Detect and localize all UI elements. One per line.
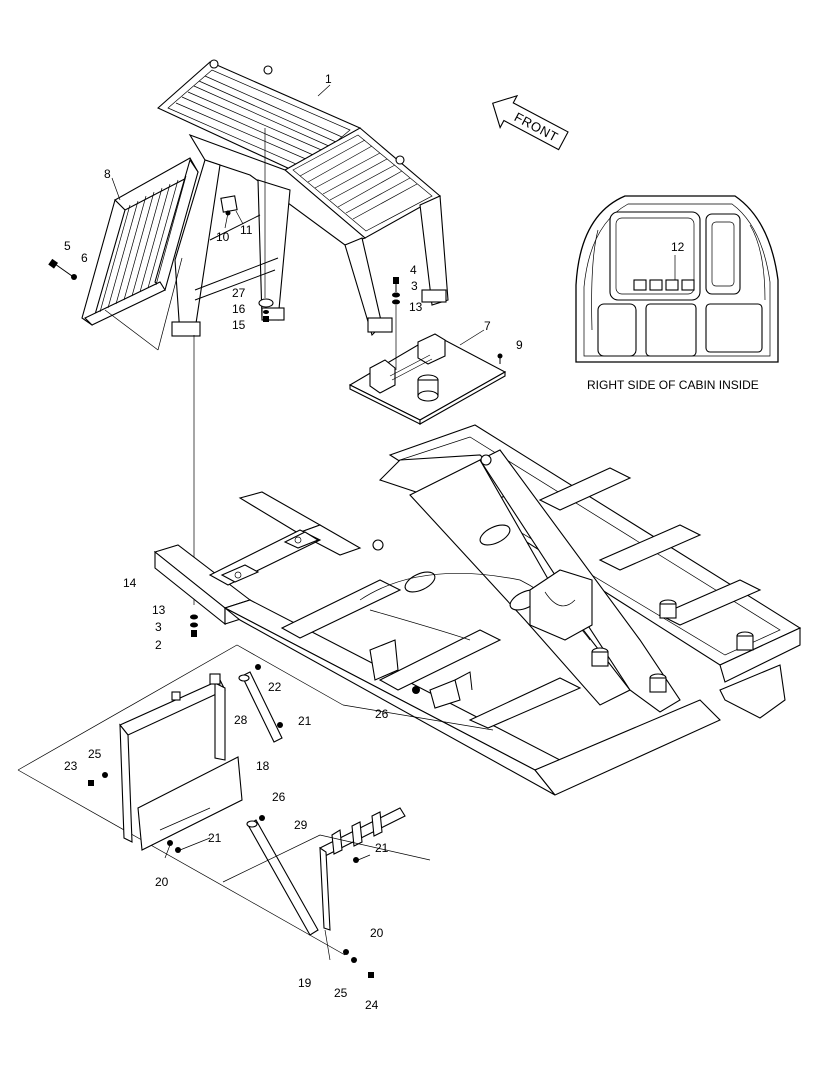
- lower-bracket-assembly: [17, 644, 494, 978]
- callout-25-bottom: 25: [334, 986, 348, 1000]
- leader-8: [111, 177, 121, 201]
- callout-11: 11: [240, 223, 253, 237]
- leader-1: [317, 84, 331, 97]
- floor-plate: [348, 333, 507, 425]
- callout-9: 9: [516, 338, 523, 352]
- callout-25-left: 25: [88, 747, 102, 761]
- callout-20-left: 20: [155, 875, 169, 889]
- leader-10: [224, 212, 229, 229]
- callout-3-upper: 3: [411, 279, 418, 293]
- leader-guard-grille-a: [104, 309, 159, 351]
- callout-2: 2: [155, 638, 162, 652]
- callout-26-lower: 26: [272, 790, 286, 804]
- callout-23: 23: [64, 759, 78, 773]
- callout-21-mid: 21: [208, 831, 222, 845]
- callout-19: 19: [298, 976, 312, 990]
- callout-4: 4: [410, 263, 417, 277]
- side-grille: [48, 157, 199, 326]
- inset-caption: RIGHT SIDE OF CABIN INSIDE: [587, 378, 759, 392]
- callout-29: 29: [294, 818, 308, 832]
- leader-7: [459, 329, 485, 346]
- bolt-stack-upper: [392, 277, 400, 370]
- callout-21-right: 21: [375, 841, 389, 855]
- callout-16: 16: [232, 302, 246, 316]
- leader-guard-grille-b: [157, 257, 183, 351]
- callout-20-right: 20: [370, 926, 384, 940]
- callout-27: 27: [232, 286, 246, 300]
- callout-21-top: 21: [298, 714, 312, 728]
- callout-5: 5: [64, 239, 71, 253]
- callout-numbers: 1 8 5 6 10 11 27 16 15 4 3 13 7 9 14 13 …: [64, 72, 523, 1012]
- callout-26-frame: 26: [375, 707, 389, 721]
- callout-1: 1: [325, 72, 332, 86]
- bolt-stack-mid: [258, 298, 274, 322]
- top-guard: [157, 59, 449, 337]
- callout-13-lower: 13: [152, 603, 166, 617]
- bolt-stack-lower: [190, 614, 198, 637]
- callout-22: 22: [268, 680, 282, 694]
- leader-11: [235, 210, 244, 225]
- callout-7: 7: [484, 319, 491, 333]
- callout-28: 28: [234, 713, 248, 727]
- callout-6: 6: [81, 251, 88, 265]
- inset-callout-12: 12: [671, 240, 685, 254]
- washer-26-frame: [412, 686, 420, 694]
- callout-14: 14: [123, 576, 137, 590]
- callout-10: 10: [216, 230, 230, 244]
- callout-3-lower: 3: [155, 620, 162, 634]
- callout-8: 8: [104, 167, 111, 181]
- cabin-inset: 12 RIGHT SIDE OF CABIN INSIDE: [575, 195, 779, 392]
- callout-18: 18: [256, 759, 270, 773]
- callout-24: 24: [365, 998, 379, 1012]
- callout-13-upper: 13: [409, 300, 423, 314]
- callout-15: 15: [232, 318, 246, 332]
- front-arrow: FRONT: [491, 94, 569, 151]
- main-frame: [153, 424, 802, 796]
